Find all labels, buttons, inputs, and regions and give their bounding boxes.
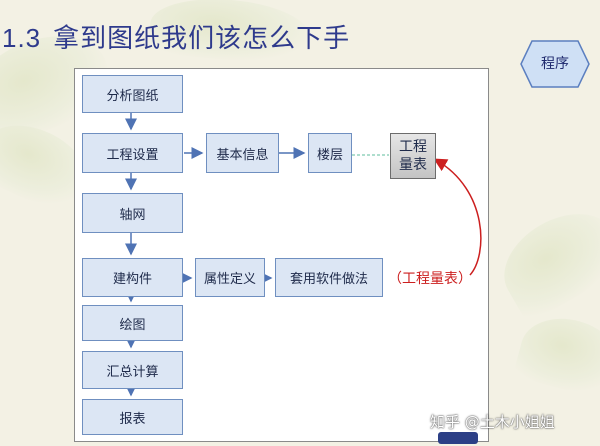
step-label: 套用软件做法 [289,272,368,287]
step-label: 绘图 [119,317,146,333]
step-label: 楼层 [316,147,343,163]
step-attribute-definition[interactable]: 属性定义 [195,258,265,297]
step-axis-grid[interactable]: 轴网 [82,193,183,233]
step-label-line2: 量表 [399,157,427,173]
slide-title-text: 拿到图纸我们该怎么下手 [53,24,351,54]
slide-number: 1.3 [2,23,42,53]
slide-title: 1.3 拿到图纸我们该怎么下手 [2,18,350,54]
program-badge[interactable]: 程序 [520,40,590,88]
step-apply-software-method[interactable]: 套用软件做法 [275,258,383,297]
step-floors[interactable]: 楼层 [308,133,352,173]
step-label-line1: 工程 [399,139,427,155]
watermark-text: 知乎 @土木小姐姐 [430,413,555,431]
step-label: 轴网 [119,207,146,223]
step-report[interactable]: 报表 [82,399,183,435]
red-curved-arrow [433,158,482,276]
corner-decoration [438,432,478,444]
step-project-settings[interactable]: 工程设置 [82,133,183,173]
step-label: 基本信息 [216,147,269,163]
hexagon-shape [520,40,590,88]
step-label: 工程设置 [106,147,159,163]
step-quantity-sheet[interactable]: 工程 量表 [390,133,436,179]
step-analyze-drawings[interactable]: 分析图纸 [82,75,183,113]
step-basic-info[interactable]: 基本信息 [206,133,279,173]
step-label: 建构件 [112,272,152,287]
step-draw[interactable]: 绘图 [82,305,183,341]
step-label: 分析图纸 [106,88,159,104]
step-label: 汇总计算 [106,364,159,380]
step-label: 属性定义 [203,272,256,287]
program-badge-label: 程序 [541,56,569,72]
step-summary-calc[interactable]: 汇总计算 [82,351,183,389]
step-build-components[interactable]: 建构件 [82,258,183,297]
quantity-sheet-annotation: （工程量表） [388,271,472,287]
step-label: 报表 [119,411,146,427]
